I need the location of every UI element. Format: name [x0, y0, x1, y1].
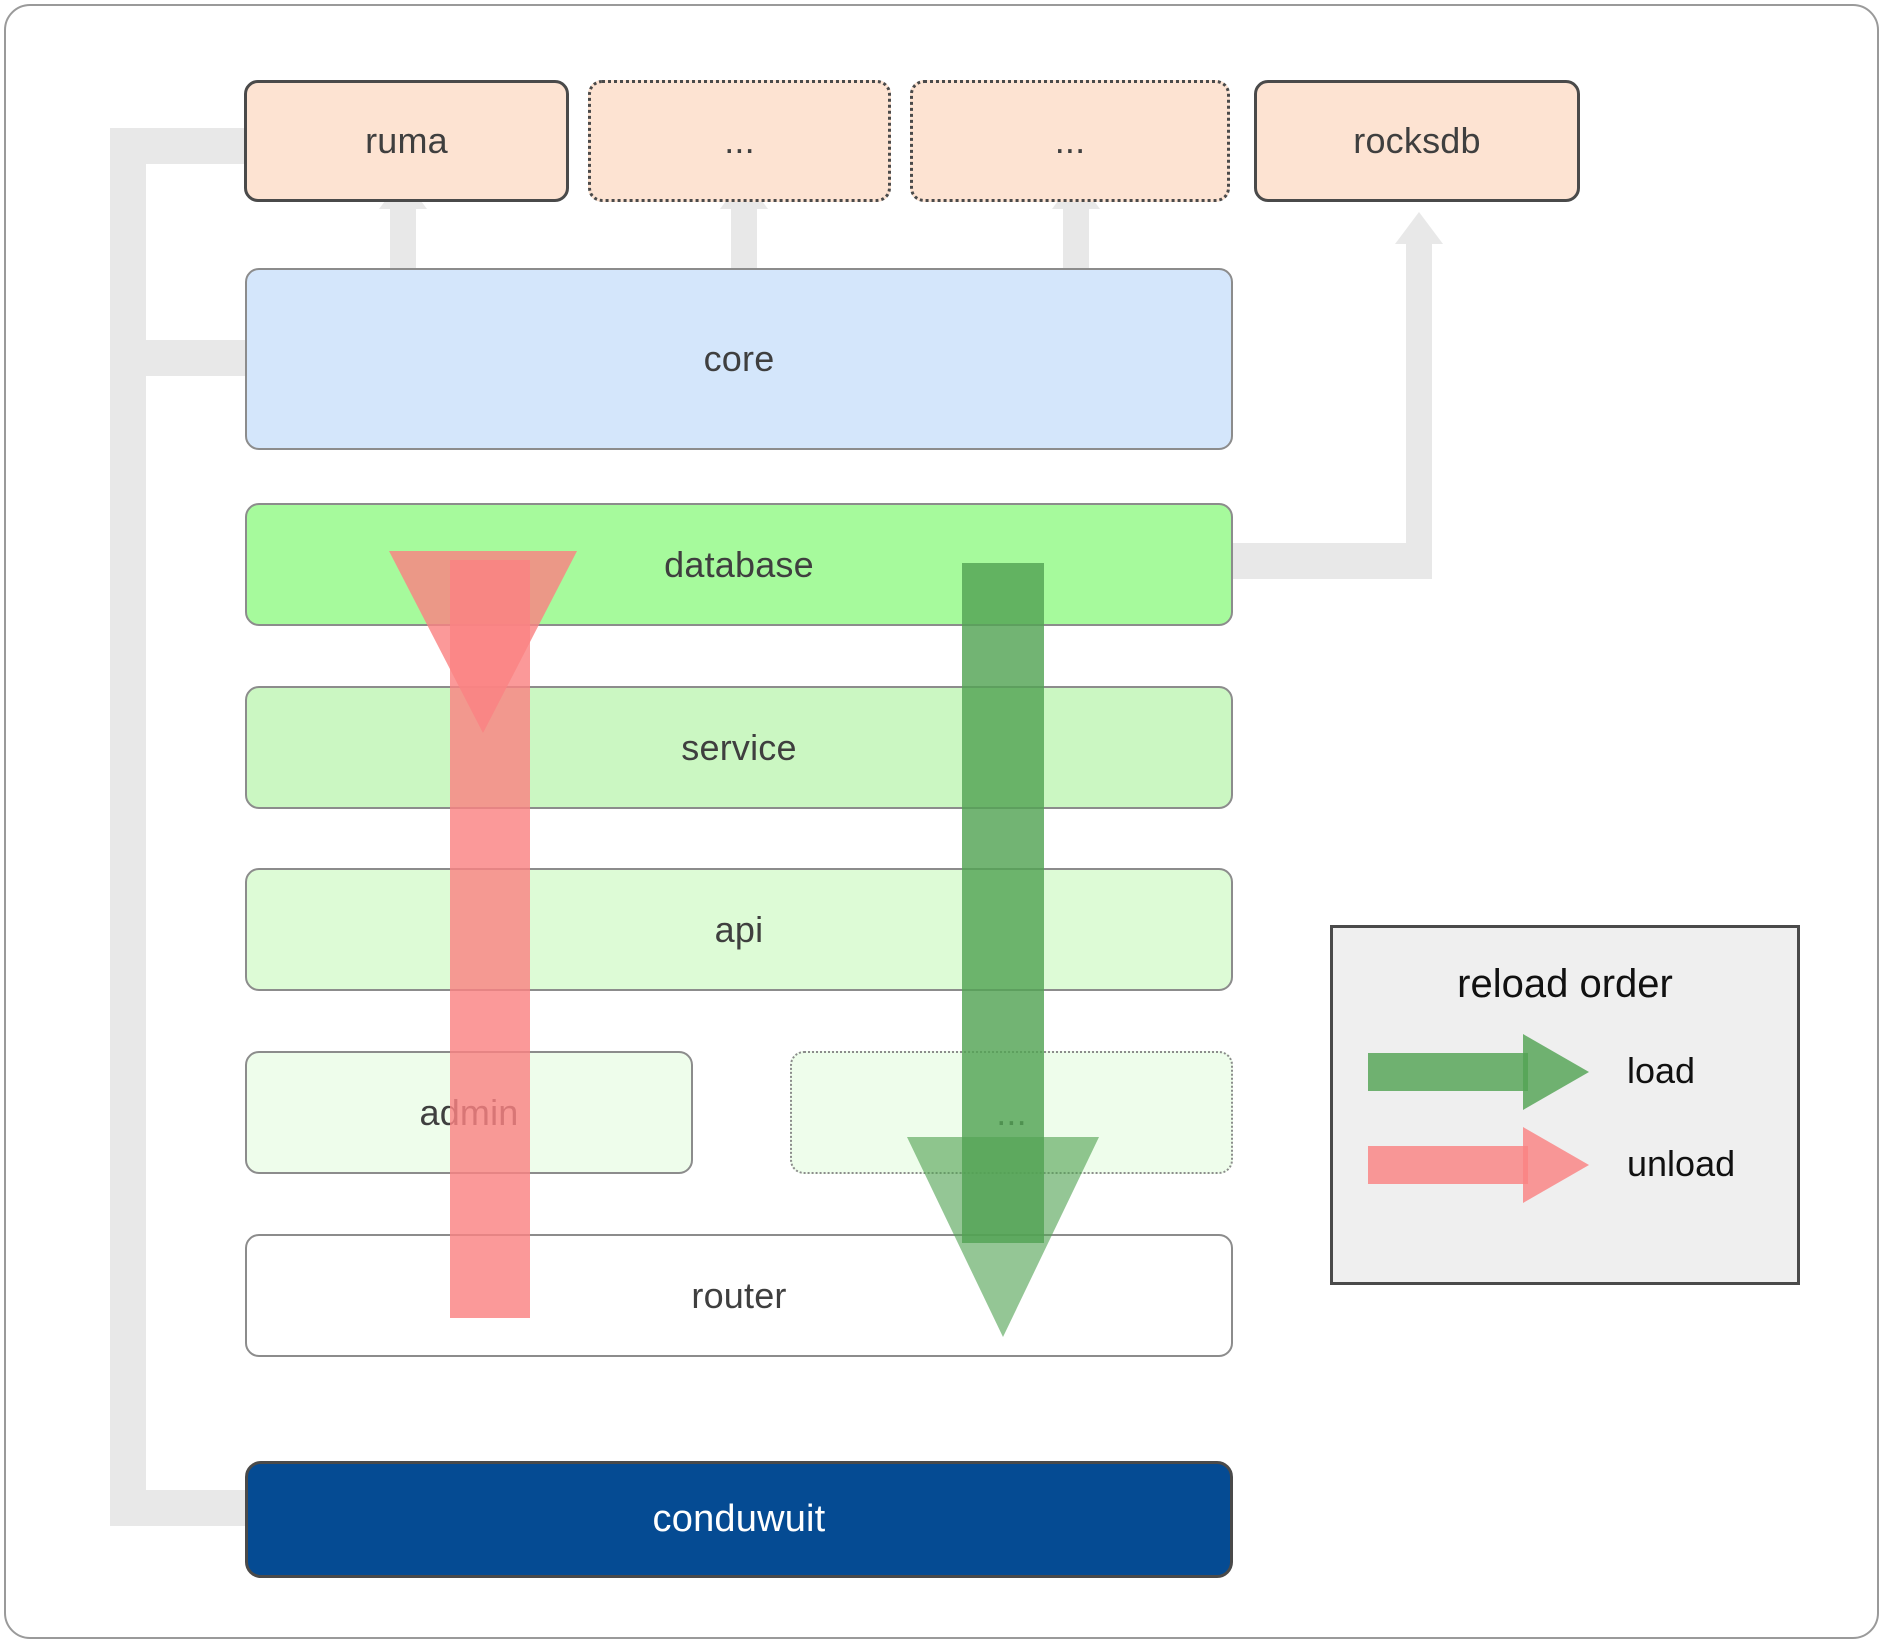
external-crate-label: ruma	[365, 120, 448, 161]
connector-core-to-ext3-stem	[1063, 205, 1089, 268]
layer-core[interactable]: core	[245, 268, 1233, 450]
external-crate-label: ...	[724, 120, 755, 161]
load-arrow-head-triangle	[907, 1137, 1099, 1337]
layer-label: service	[681, 726, 797, 768]
legend-unload-label: unload	[1627, 1143, 1736, 1184]
load-arrow-shaft	[962, 563, 1044, 1243]
connector-database-to-rocksdb-vertical	[1406, 240, 1432, 579]
external-crate-label: rocksdb	[1353, 120, 1481, 161]
connector-conduwuit-trunk	[110, 128, 146, 1526]
layer-label: router	[691, 1274, 787, 1316]
unload-arrow-head-triangle	[389, 551, 577, 733]
legend-unload-shaft	[1368, 1146, 1528, 1184]
connector-core-to-ruma-stem	[390, 205, 416, 268]
layer-service[interactable]: service	[245, 686, 1233, 809]
connector-database-to-rocksdb-horizontal	[1228, 543, 1426, 579]
external-crate-ellipsis-1[interactable]: ...	[588, 80, 891, 202]
connector-conduwuit-to-trunk	[110, 1490, 250, 1526]
legend-load-label: load	[1627, 1050, 1696, 1091]
binary-conduwuit[interactable]: conduwuit	[245, 1461, 1233, 1578]
diagram-frame	[4, 4, 1879, 1639]
legend-title: reload order	[1457, 962, 1673, 1006]
legend-load-shaft	[1368, 1053, 1528, 1091]
layer-database[interactable]: database	[245, 503, 1233, 626]
legend-unload-head	[1523, 1127, 1589, 1203]
external-crate-label: ...	[1054, 120, 1086, 161]
external-crate-rocksdb[interactable]: rocksdb	[1254, 80, 1580, 202]
binary-label: conduwuit	[652, 1498, 826, 1540]
connector-core-to-ext2-stem	[731, 205, 757, 268]
connector-database-to-rocksdb-head	[1395, 212, 1443, 244]
external-crate-ruma[interactable]: ruma	[244, 80, 569, 202]
layer-label: core	[703, 338, 775, 379]
external-crate-ellipsis-2[interactable]: ...	[910, 80, 1230, 202]
legend-load-head	[1523, 1034, 1589, 1110]
layer-label: api	[714, 908, 764, 950]
unload-arrow-shaft	[450, 560, 530, 1318]
layer-label: database	[664, 543, 814, 585]
legend-panel: reload order load unload	[1330, 925, 1800, 1285]
layer-api[interactable]: api	[245, 868, 1233, 991]
